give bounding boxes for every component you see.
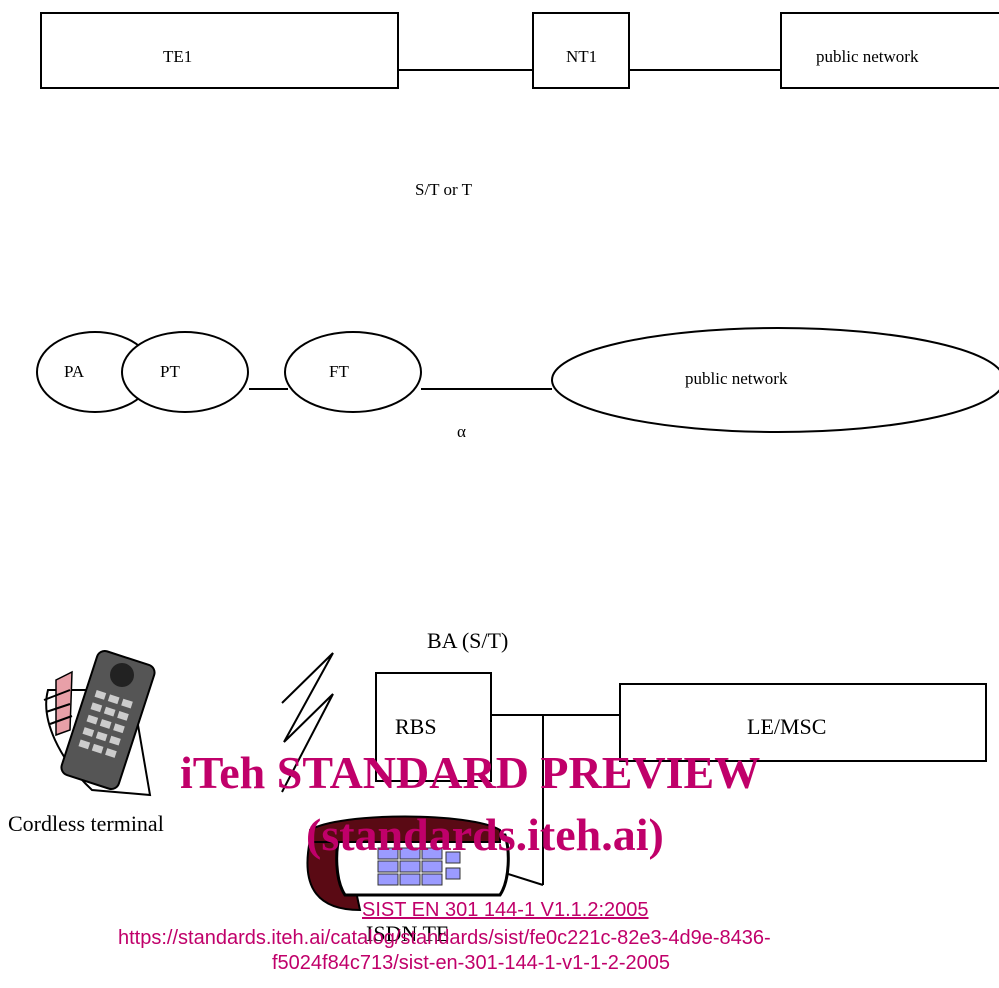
watermark-url-line1[interactable]: https://standards.iteh.ai/catalog/standa… <box>118 928 771 948</box>
te1-label: TE1 <box>163 48 192 65</box>
te1-box <box>41 13 398 88</box>
public-network-label-2: public network <box>685 370 787 387</box>
watermark-subtitle: (standards.iteh.ai) <box>306 812 664 858</box>
le-msc-label: LE/MSC <box>747 716 826 738</box>
reference-point-label: S/T or T <box>415 181 472 198</box>
rbs-label: RBS <box>395 716 437 738</box>
watermark-url-line2[interactable]: f5024f84c713/sist-en-301-144-1-v1-1-2-20… <box>272 953 670 973</box>
pa-label: PA <box>64 363 84 380</box>
nt1-label: NT1 <box>566 48 597 65</box>
cordless-phone-icon <box>44 649 157 795</box>
pt-label: PT <box>160 363 180 380</box>
watermark-title: iTeh STANDARD PREVIEW <box>180 750 760 796</box>
cordless-terminal-label: Cordless terminal <box>8 813 164 835</box>
ft-label: FT <box>329 363 349 380</box>
isdn-te-link <box>505 873 543 885</box>
watermark-doc-id-link[interactable]: SIST EN 301 144-1 V1.1.2:2005 <box>362 900 649 920</box>
public-network-label-1: public network <box>816 48 918 65</box>
ba-st-label: BA (S/T) <box>427 630 508 652</box>
alpha-label: α <box>457 423 466 440</box>
pt-ellipse <box>122 332 248 412</box>
dect-reference-diagram <box>37 328 999 432</box>
ft-ellipse <box>285 332 421 412</box>
